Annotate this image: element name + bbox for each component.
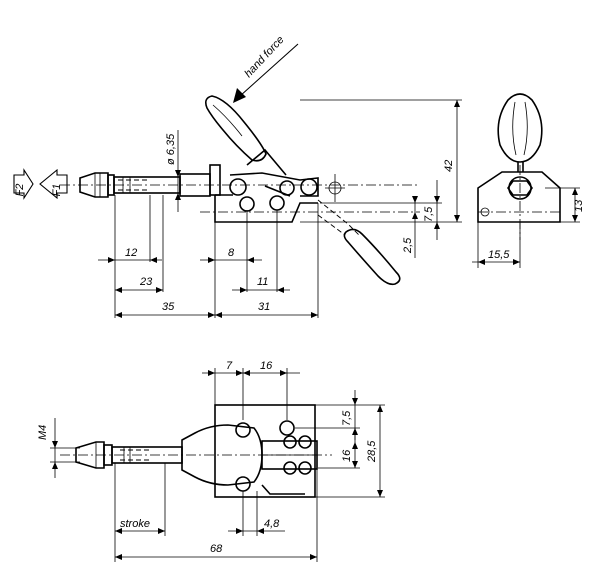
dim-42: 42: [300, 99, 462, 223]
dim-35: 35: [115, 301, 215, 318]
dim-28-5: 28,5: [366, 405, 383, 497]
dim-23: 23: [115, 276, 163, 293]
dim-68-label: 68: [210, 543, 223, 555]
force-label-f1: F1: [51, 184, 63, 197]
force-arrow-f2: F2: [13, 168, 34, 200]
side-handle: [497, 93, 543, 172]
dim-m4-label: M4: [37, 425, 49, 440]
dim-13: 13: [545, 187, 585, 223]
hand-force-arrow: hand force: [233, 34, 299, 103]
dim-2-5-label: 2,5: [402, 237, 414, 254]
dim-7-5-bottom: 7,5: [341, 390, 358, 440]
handle-closed: [205, 95, 267, 162]
dim-8-label: 8: [228, 247, 235, 259]
side-view: 13 15,5: [472, 93, 585, 268]
dim-23-label: 23: [139, 276, 153, 288]
dim-12: 12: [98, 247, 162, 263]
dim-31: 31: [215, 301, 318, 318]
dim-28-5-label: 28,5: [366, 440, 378, 463]
dim-42-label: 42: [443, 160, 455, 172]
dim-7-5-bottom-label: 7,5: [341, 410, 353, 426]
dim-11: 11: [232, 276, 290, 293]
dim-31-label: 31: [258, 301, 270, 313]
force-label-f2: F2: [14, 184, 26, 197]
dim-7-5-top-label: 7,5: [423, 206, 435, 222]
dim-8: 8: [200, 247, 262, 263]
force-arrow-f1: F1: [39, 168, 68, 200]
bottom-view: M4 7 16 7,5: [37, 360, 385, 562]
dim-16-top: 16: [236, 360, 287, 376]
dim-15-5-label: 15,5: [488, 249, 510, 261]
dim-11-label: 11: [257, 276, 268, 288]
dim-16-right-label: 16: [341, 449, 353, 462]
dim-12-label: 12: [125, 247, 137, 259]
dim-35-label: 35: [162, 301, 175, 313]
dim-m4: M4: [37, 418, 80, 478]
dim-stroke: stroke: [115, 518, 165, 534]
dim-13-label: 13: [573, 199, 585, 212]
hand-force-label: hand force: [242, 34, 286, 80]
plunger-rod: [113, 164, 221, 197]
side-body: [477, 165, 561, 240]
dim-68: 68: [115, 543, 317, 560]
dim-2-5: 2,5: [402, 196, 418, 258]
dim-16-top-label: 16: [260, 360, 273, 372]
dim-4-8: 4,8: [228, 518, 285, 534]
dim-diameter: ø 6,35: [165, 130, 181, 212]
dim-7-label: 7: [226, 360, 233, 372]
dim-16-right: 16: [341, 428, 358, 468]
dim-15-5: 15,5: [472, 222, 521, 268]
handle-open: [317, 174, 401, 286]
dim-4-8-label: 4,8: [264, 518, 280, 530]
top-view: F2 F1: [13, 34, 462, 318]
dim-7-5-top: 7,5: [320, 180, 442, 240]
bottom-body: [181, 404, 318, 498]
dim-stroke-label: stroke: [120, 518, 150, 530]
clamp-base-top: [214, 148, 319, 223]
dim-diameter-label: ø 6,35: [165, 133, 177, 165]
